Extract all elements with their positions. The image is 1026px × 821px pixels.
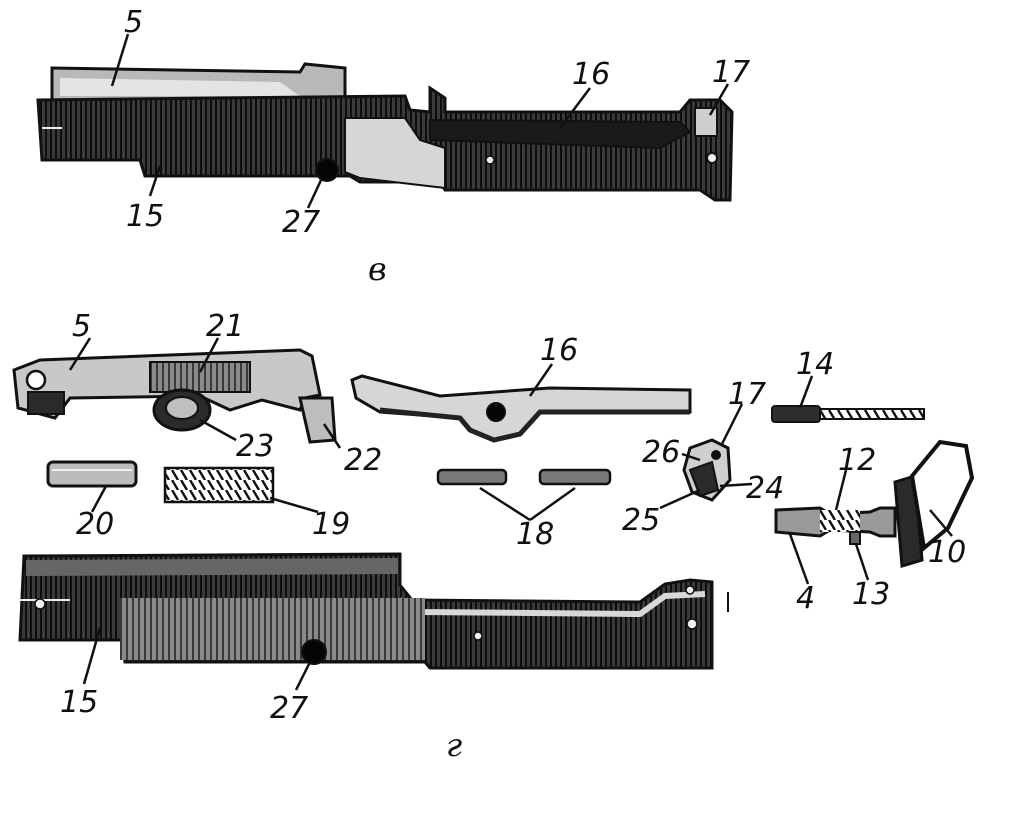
bottom-pin-27	[301, 639, 327, 665]
top-pin-27	[315, 158, 339, 182]
bottom-label-27: 27	[270, 691, 308, 726]
part-21	[149, 361, 251, 393]
part-14-pin	[771, 405, 821, 423]
label-16: 16	[540, 333, 578, 368]
label-20: 20	[76, 507, 114, 542]
label-13: 13	[852, 577, 890, 612]
top-label-5: 5	[124, 5, 143, 40]
label-17: 17	[728, 377, 766, 412]
top-part-16	[429, 118, 692, 150]
top-label-17: 17	[712, 55, 750, 90]
label-14: 14	[796, 347, 834, 382]
exploded-parts: 5 21 23 22 16 17 26 24 25 14 12 10 4 13 …	[12, 309, 975, 616]
part-14-spring	[819, 408, 925, 420]
bottom-caption: г	[446, 726, 462, 764]
bottom-frame-assembly: 15 27	[18, 552, 729, 726]
label-19: 19	[312, 507, 350, 542]
label-18: 18	[516, 517, 554, 552]
top-label-27: 27	[282, 205, 320, 240]
label-26: 26	[642, 435, 680, 470]
label-10: 10	[928, 535, 966, 570]
label-22: 22	[344, 443, 382, 478]
label-23: 23	[236, 429, 274, 464]
label-5: 5	[72, 309, 91, 344]
label-12: 12	[838, 443, 876, 478]
part-18-pin-a	[436, 468, 508, 486]
top-part-17	[694, 107, 718, 137]
label-21: 21	[206, 309, 244, 344]
top-receiver-assembly: 5 16 17 15 27	[36, 5, 750, 240]
label-4: 4	[796, 581, 815, 616]
top-label-15: 15	[126, 199, 164, 234]
part-20-pin	[46, 460, 138, 488]
part-18-pin-b	[538, 468, 612, 486]
label-25: 25	[622, 503, 660, 538]
part-13-tab	[849, 531, 861, 545]
part-22	[298, 396, 337, 444]
top-caption: в	[368, 250, 387, 288]
part-19-spring	[163, 466, 275, 504]
top-label-16: 16	[572, 57, 610, 92]
bottom-label-15: 15	[60, 685, 98, 720]
label-24: 24	[746, 471, 784, 506]
